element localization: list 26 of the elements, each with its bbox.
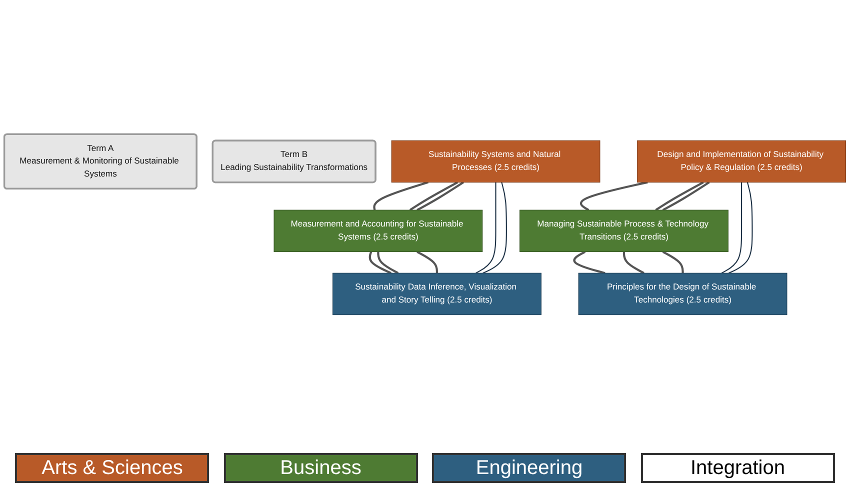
connector [416,250,438,274]
node-box: Measurement and Accounting for Sustainable Systems (2.5 credits) [274,210,483,252]
connector [482,182,507,274]
connector [662,250,684,274]
connector [416,181,464,212]
legend-item: Business [224,453,418,483]
connector [721,182,742,274]
connector [573,250,606,274]
legend-item: Integration [640,453,835,483]
node-box: Sustainability Data Inference, Visualization and Story Telling (2.5 credits) [332,272,542,316]
node-box: Design and Implementation of Sustainability Policy & Regulation (2.5 credits) [637,140,846,183]
connector [409,181,458,211]
node-box: Principles for the Design of Sustainable Technologies (2.5 credits) [578,272,788,316]
connector [655,181,704,211]
legend-item: Arts & Sciences [15,453,210,483]
connector [476,182,496,274]
connector [580,181,648,211]
connector [368,251,392,274]
node-box: Managing Sustainable Process & Technology Transitions (2.5 credits) [520,210,728,252]
legend-item: Engineering [432,453,626,483]
node-box: Sustainability Systems and Natural Processes (2.5 credits) [391,140,600,183]
connector [662,181,710,212]
connector [377,252,399,274]
connector [728,182,753,274]
connector [622,252,644,274]
connector [373,181,429,210]
